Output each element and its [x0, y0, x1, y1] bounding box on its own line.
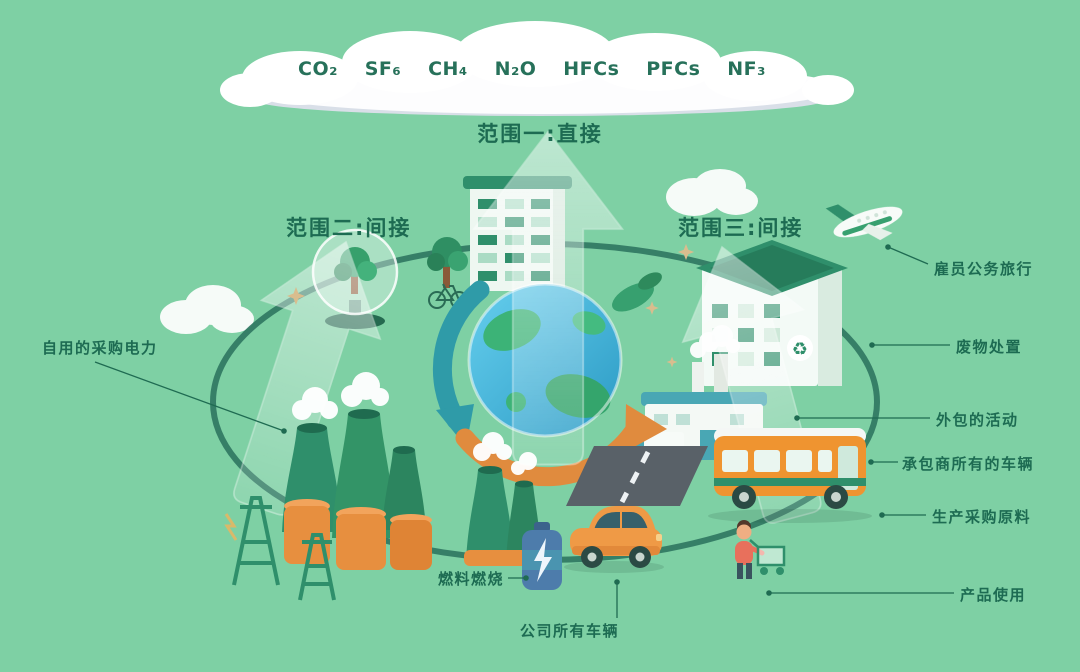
company-car — [564, 506, 664, 573]
gas-pfcs: PFCs — [646, 58, 701, 80]
recycle-icon: ♻ — [792, 339, 808, 360]
power-plant — [282, 372, 432, 570]
scope3-label: 范围三:间接 — [678, 216, 804, 240]
shopping-cart-icon — [756, 545, 786, 567]
callout-purchased-electricity: 自用的采购电力 — [42, 339, 158, 357]
tree — [427, 237, 468, 288]
fuel-battery — [522, 522, 562, 590]
cooling-tower-steam — [292, 372, 389, 420]
gas-co2: CO₂ — [298, 58, 338, 80]
lightning-icon — [224, 513, 238, 541]
gas-hfcs: HFCs — [563, 58, 620, 80]
airplane — [825, 204, 903, 241]
gas-nf3: NF₃ — [727, 58, 766, 80]
callout-outsourced-activities: 外包的活动 — [936, 411, 1019, 429]
lightning-bolt-icon — [534, 538, 552, 582]
gas-n2o: N₂O — [494, 58, 537, 80]
shopper-with-cart — [735, 520, 786, 579]
gas-ch4: CH₄ — [428, 58, 468, 80]
ghg-cloud — [220, 21, 854, 116]
scope1-label: 范围一:直接 — [477, 122, 603, 146]
callout-fuel-combustion: 燃料燃烧 — [438, 570, 505, 588]
gas-sf6: SF₆ — [364, 58, 402, 80]
callout-company-vehicles: 公司所有车辆 — [520, 622, 620, 640]
callout-product-use: 产品使用 — [960, 586, 1027, 604]
ghg-gas-row: CO₂ SF₆ CH₄ N₂O HFCs PFCs NF₃ — [298, 58, 766, 80]
scope2-label: 范围二:间接 — [286, 216, 412, 240]
callout-leaders — [94, 244, 954, 618]
road-crossing — [566, 446, 708, 506]
callout-contractor-vehicles: 承包商所有的车辆 — [902, 455, 1035, 473]
bus — [708, 428, 872, 523]
decor-cloud-left — [160, 285, 254, 334]
callout-waste-disposal: 废物处置 — [956, 338, 1023, 356]
callout-business-travel: 雇员公务旅行 — [934, 260, 1034, 278]
decor-cloud-right — [666, 169, 758, 216]
transmission-pylons — [224, 496, 336, 601]
callout-purchased-materials: 生产采购原料 — [932, 508, 1032, 526]
